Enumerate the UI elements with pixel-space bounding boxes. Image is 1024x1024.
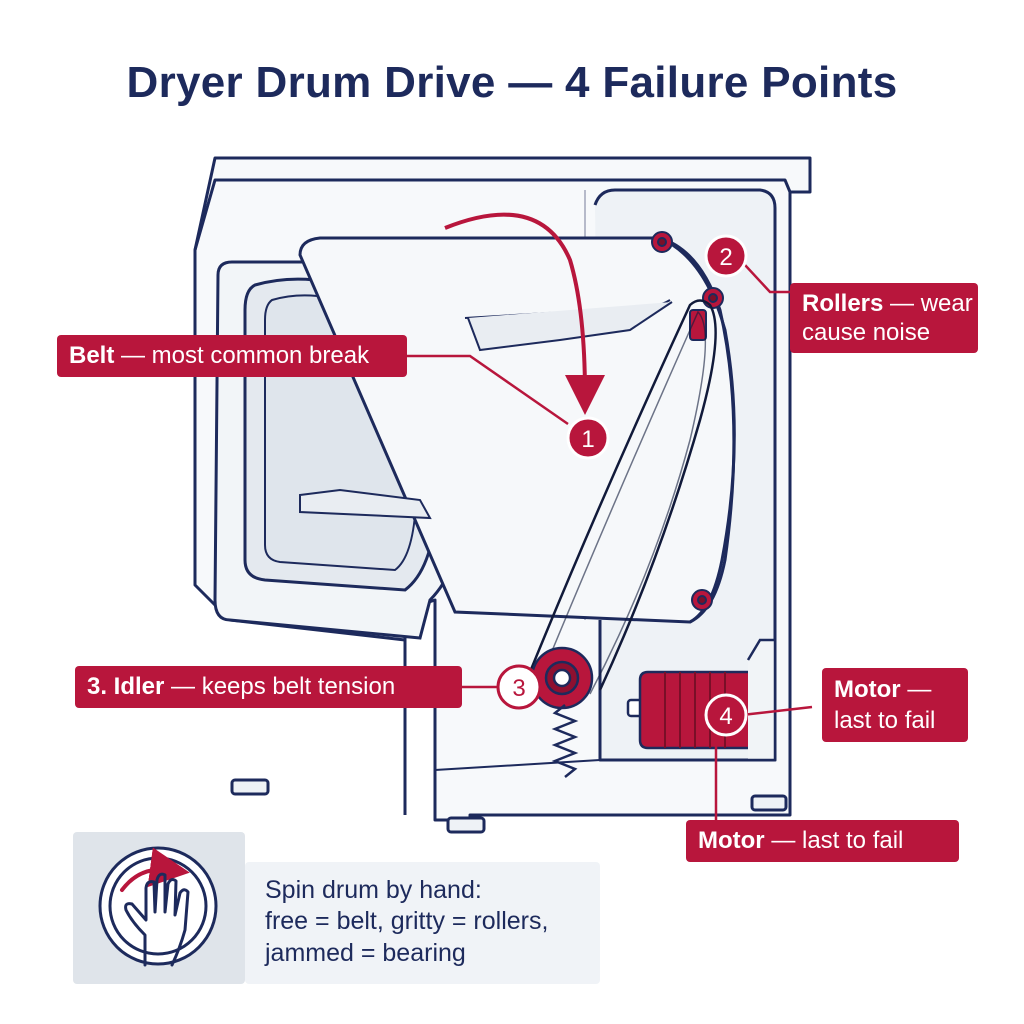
callout-rollers: Rollers — wear cause noise: [790, 283, 978, 353]
svg-text:2: 2: [719, 244, 732, 271]
tip-line-3: jammed = bearing: [265, 939, 466, 967]
callout-motor: Motor — last to fail: [822, 668, 968, 742]
number-badge-3: 3: [496, 664, 542, 710]
svg-text:1: 1: [581, 426, 594, 453]
dryer-drum: [298, 236, 736, 624]
svg-text:4: 4: [719, 703, 732, 730]
number-badge-2: 2: [704, 234, 748, 278]
tip-icon-panel: [73, 832, 245, 984]
svg-text:3: 3: [512, 675, 525, 702]
callout-motor-bottom: Motor — last to fail: [686, 820, 959, 862]
page-title: Dryer Drum Drive — 4 Failure Points: [126, 58, 898, 107]
tip-line-1: Spin drum by hand:: [265, 876, 482, 904]
tip-line-2: free = belt, gritty = rollers,: [265, 907, 549, 935]
callout-idler: 3. Idler — keeps belt tension: [75, 666, 462, 708]
drive-belt: [528, 299, 717, 695]
callout-belt: Belt — most common break: [57, 335, 407, 377]
idler-pulley: [530, 646, 594, 778]
number-badge-4: 4: [704, 693, 748, 737]
leader-lines: [407, 264, 813, 820]
number-badge-1: 1: [566, 416, 610, 460]
rotation-arrow-icon: [444, 212, 605, 415]
tip-text-panel: [245, 862, 600, 984]
